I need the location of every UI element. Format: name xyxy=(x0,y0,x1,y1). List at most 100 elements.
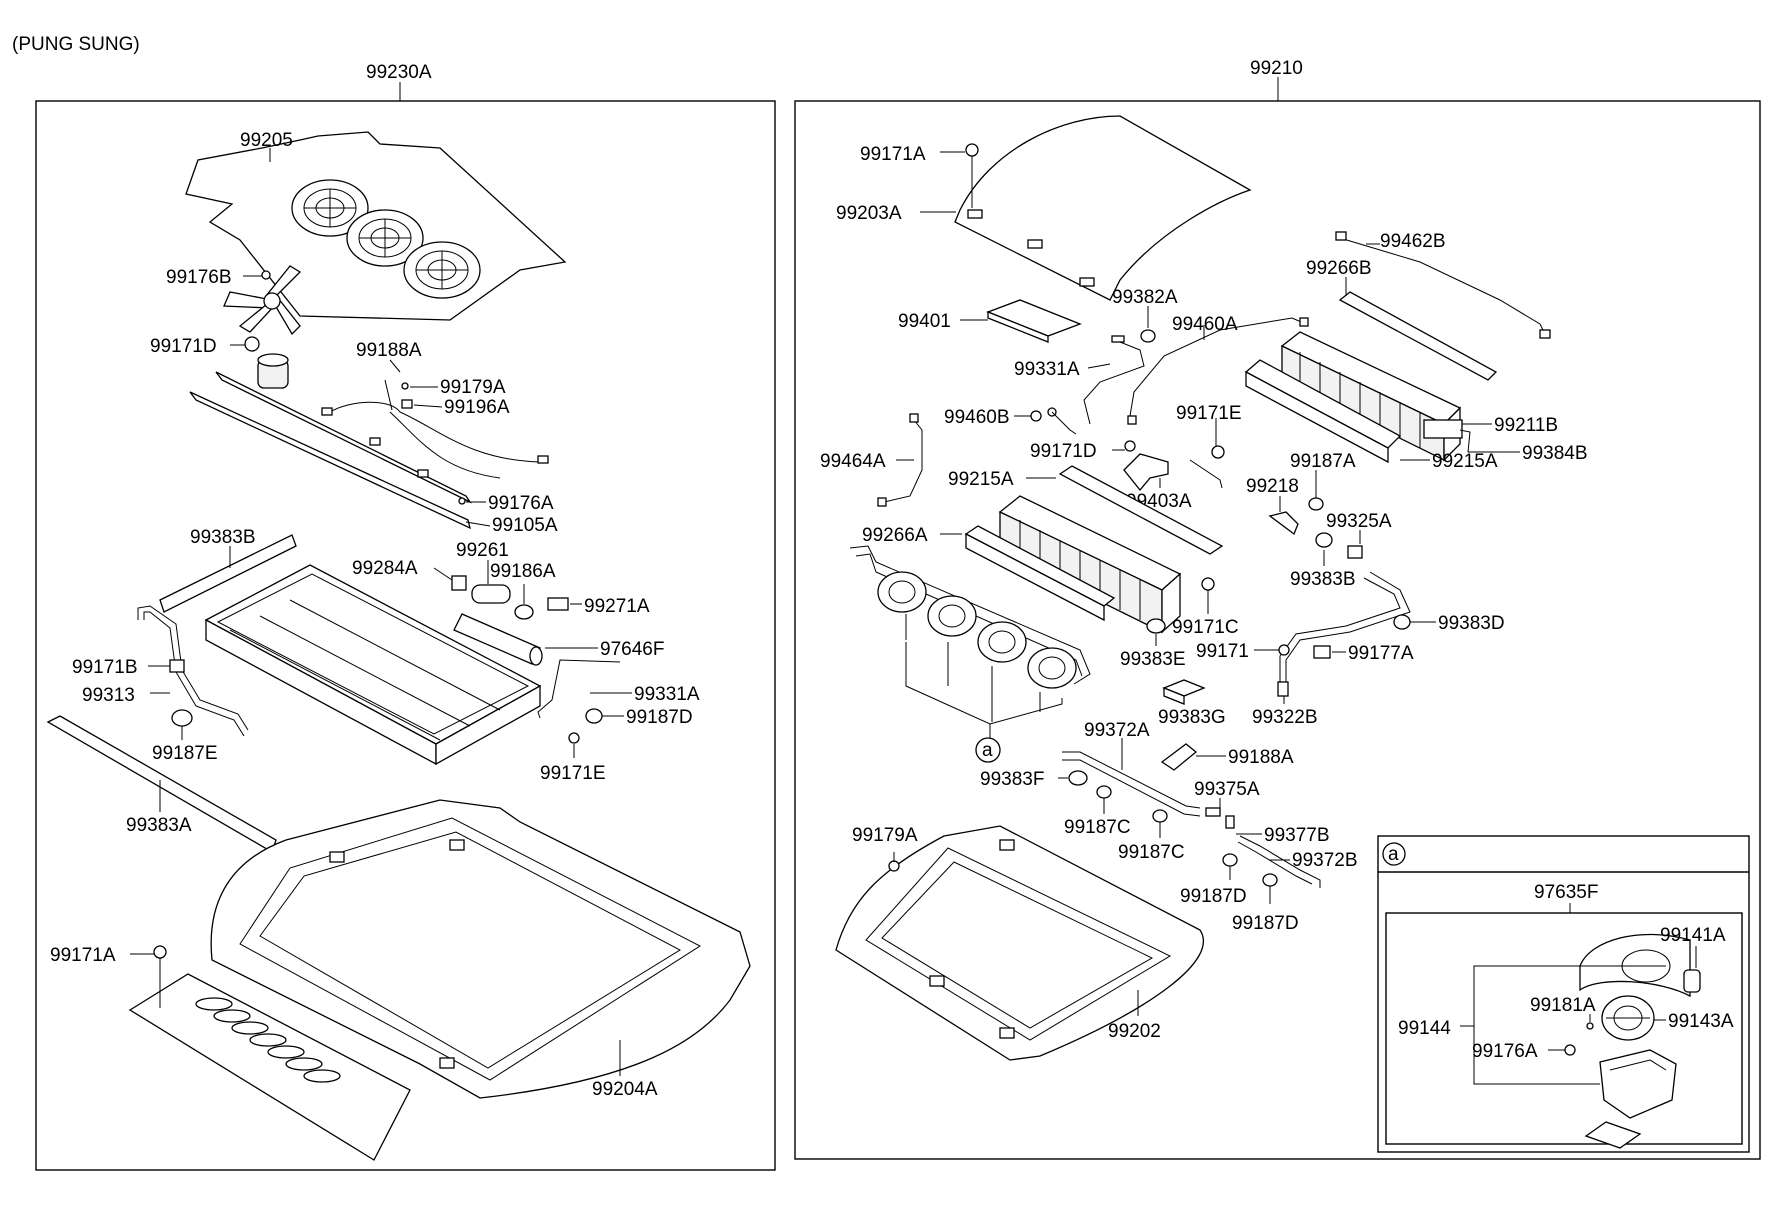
bolt-icon xyxy=(568,732,580,744)
evaporator-housing-99202: 99179A 99202 xyxy=(835,825,1205,1061)
bolt-99171E: 99171E xyxy=(1176,403,1242,459)
label-99322B: 99322B xyxy=(1252,707,1318,728)
label-99143A: 99143A xyxy=(1668,1011,1734,1032)
label-99187D-2: 99187D xyxy=(1232,913,1299,934)
label-99401: 99401 xyxy=(898,311,951,332)
label-99266B: 99266B xyxy=(1306,258,1372,279)
nut-99176A: 99176A xyxy=(1472,1041,1576,1062)
o-ring xyxy=(1140,329,1156,343)
label-99105A: 99105A xyxy=(492,515,558,536)
label-99187C-1: 99187C xyxy=(1064,817,1131,838)
wire-99464A: 99464A xyxy=(820,413,923,507)
fan-motor: 99171D xyxy=(150,336,289,389)
blower-motor-cap: 99141A xyxy=(1660,925,1726,993)
seal-strip-99383A: 99383A xyxy=(46,715,277,853)
blower-unit xyxy=(927,595,977,637)
label-99181A: 99181A xyxy=(1530,995,1596,1016)
label-99171B: 99171B xyxy=(72,657,138,678)
label-r-99179A: 99179A xyxy=(852,825,918,846)
switch-icon xyxy=(1347,545,1363,559)
filter-99401: 99401 xyxy=(898,299,1082,343)
drain-pipe-99372A: 99372A 99188A 99383F 99187C 99187C 99375… xyxy=(980,720,1358,934)
hose-99331A: 99331A 99187D 99171E xyxy=(537,659,700,784)
blower-wheel-99143A: 99143A xyxy=(1601,995,1734,1041)
label-99179A: 99179A xyxy=(440,377,506,398)
bolt-icon xyxy=(888,860,900,872)
pipe-99331A: 99382A 99331A xyxy=(1014,287,1178,425)
seal-99266B: 99266B xyxy=(1306,258,1498,381)
connector-icon xyxy=(1205,807,1221,817)
label-99187E: 99187E xyxy=(152,743,218,764)
o-ring xyxy=(514,604,534,620)
label-99171D: 99171D xyxy=(150,336,217,357)
label-99203A: 99203A xyxy=(836,203,902,224)
label-99266A: 99266A xyxy=(862,525,928,546)
label-99383F: 99383F xyxy=(980,769,1044,790)
bolt-icon xyxy=(1211,445,1225,459)
label-99377B: 99377B xyxy=(1264,825,1330,846)
clamp-icon xyxy=(171,709,193,727)
label-99261: 99261 xyxy=(456,540,509,561)
o-ring xyxy=(1146,618,1166,634)
variant-label: (PUNG SUNG) xyxy=(12,34,140,55)
label-99313: 99313 xyxy=(82,685,135,706)
label-99218: 99218 xyxy=(1246,476,1299,497)
left-assembly-number: 99230A xyxy=(366,62,432,83)
right-assembly-number: 99210 xyxy=(1250,58,1303,79)
detail-box-letter: a xyxy=(1388,844,1399,865)
label-99460A: 99460A xyxy=(1172,314,1238,335)
label-99188A: 99188A xyxy=(356,340,422,361)
bolt-icon xyxy=(244,336,260,352)
label-99383D: 99383D xyxy=(1438,613,1505,634)
valve-icon xyxy=(1268,511,1299,536)
label-97646F: 97646F xyxy=(600,639,664,660)
expansion-block xyxy=(1423,419,1463,439)
sensor-99460B: 99460B xyxy=(944,407,1077,435)
label-99383E: 99383E xyxy=(1120,649,1186,670)
label-99372A: 99372A xyxy=(1084,720,1150,741)
wire-99462B: 99462B xyxy=(1335,231,1551,339)
wiring-harness-99188A: 99188A 99179A 99196A xyxy=(321,340,549,479)
label-99144: 99144 xyxy=(1398,1018,1451,1039)
o-ring xyxy=(1393,614,1411,630)
fan-grille xyxy=(291,179,369,237)
louver-panel: 99171A xyxy=(50,945,411,1161)
label-99187D: 99187D xyxy=(626,707,693,728)
bolt-icon xyxy=(401,382,409,390)
blower-unit xyxy=(977,621,1027,663)
condenser-core xyxy=(204,564,542,766)
seal-99266A: 99266A xyxy=(862,525,1116,622)
seal-strip-99383B: 99383B xyxy=(159,527,297,613)
label-99383A: 99383A xyxy=(126,815,192,836)
detail-a-badge xyxy=(1382,842,1406,866)
label-99211B: 99211B xyxy=(1494,415,1558,436)
label-99186A: 99186A xyxy=(490,561,556,582)
blower-unit xyxy=(877,571,927,613)
label-r-99215A-right: 99215A xyxy=(1432,451,1498,472)
blower-unit xyxy=(1027,647,1077,689)
clamp-icon xyxy=(1096,785,1112,799)
bolt-icon xyxy=(1124,440,1136,452)
bolt-icon xyxy=(458,497,466,505)
seal-99215A-right: 99215A xyxy=(1244,359,1498,472)
valve-icon xyxy=(451,575,467,591)
bolt-icon xyxy=(261,270,271,280)
label-99171A: 99171A xyxy=(50,945,116,966)
fan-grille xyxy=(403,241,481,299)
receiver-tank xyxy=(453,613,541,665)
bolt-icon xyxy=(965,143,979,157)
clamp-icon xyxy=(1160,743,1198,771)
bracket-99144: 99144 xyxy=(1398,965,1666,1085)
label-99187C-2: 99187C xyxy=(1118,842,1185,863)
clip-99181A: 99181A xyxy=(1530,995,1596,1030)
condenser-cover-99205: 99205 xyxy=(185,130,567,321)
label-99204A: 99204A xyxy=(592,1079,658,1100)
label-99202: 99202 xyxy=(1108,1021,1161,1042)
receiver-drier: 99284A 99261 99186A 99271A 97646F xyxy=(352,540,664,666)
label-99462B: 99462B xyxy=(1380,231,1446,252)
label-99176B: 99176B xyxy=(166,267,232,288)
label-99196A: 99196A xyxy=(444,397,510,418)
left-assembly-frame: 99230A xyxy=(35,62,776,1171)
label-99187A: 99187A xyxy=(1290,451,1356,472)
